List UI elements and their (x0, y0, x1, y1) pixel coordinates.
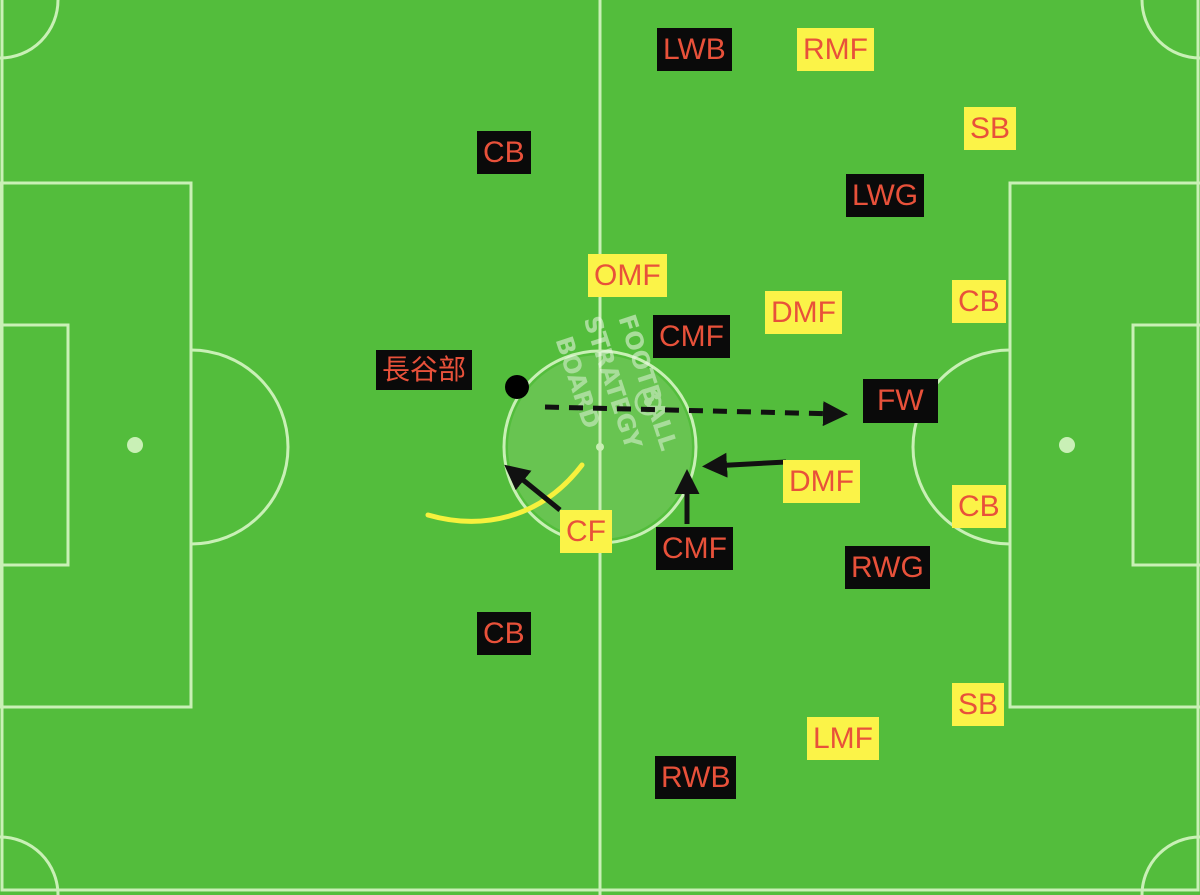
yellow-run-curve (425, 462, 585, 524)
left-goal-box (0, 323, 70, 567)
yellow-player-lmf: LMF (807, 717, 879, 760)
black-player-lwb: LWB (657, 28, 732, 71)
right-goal-box (1131, 323, 1200, 567)
black-player-rwg: RWG (845, 546, 930, 589)
left-penalty-box (0, 181, 193, 709)
black-player-lwg: LWG (846, 174, 925, 217)
black-player-rwb: RWB (655, 756, 737, 799)
yellow-player-omf: OMF (588, 254, 667, 297)
soccer-ball-icon (634, 388, 662, 416)
yellow-player-cf: CF (560, 510, 612, 553)
yellow-player-rmf: RMF (797, 28, 874, 71)
pass-arrow-dashed (544, 401, 848, 427)
dmf-press-arrow (702, 452, 787, 478)
watermark: FOOTBALL STRATEGY BOARD (508, 311, 692, 539)
black-player-cb-top: CB (477, 131, 531, 174)
black-player-cb-bottom: CB (477, 612, 531, 655)
corner-arc-bottom-right (1140, 835, 1200, 895)
corner-arc-bottom-left (0, 835, 60, 895)
right-penalty-arc (911, 348, 1011, 546)
right-penalty-spot (1059, 437, 1075, 453)
black-player-fw: FW (863, 379, 938, 423)
left-penalty-arc (190, 348, 290, 546)
black-player-cmf-top: CMF (653, 315, 730, 358)
ball (505, 375, 529, 399)
corner-arc-top-left (0, 0, 60, 60)
yellow-player-sb-top: SB (964, 107, 1017, 150)
yellow-player-dmf-top: DMF (765, 291, 842, 334)
yellow-player-dmf-bottom: DMF (783, 460, 860, 503)
player-name-label: 長谷部 (376, 350, 473, 390)
centre-spot (596, 443, 604, 451)
movement-arrows (504, 401, 848, 524)
black-player-cmf-bottom: CMF (656, 527, 733, 570)
yellow-player-cb-top: CB (952, 280, 1006, 323)
cf-run-arrow (504, 464, 562, 512)
left-penalty-spot (127, 437, 143, 453)
corner-arc-top-right (1140, 0, 1200, 60)
yellow-player-cb-bottom: CB (952, 485, 1006, 528)
yellow-player-sb-bottom: SB (952, 683, 1005, 726)
right-penalty-box (1008, 181, 1200, 709)
